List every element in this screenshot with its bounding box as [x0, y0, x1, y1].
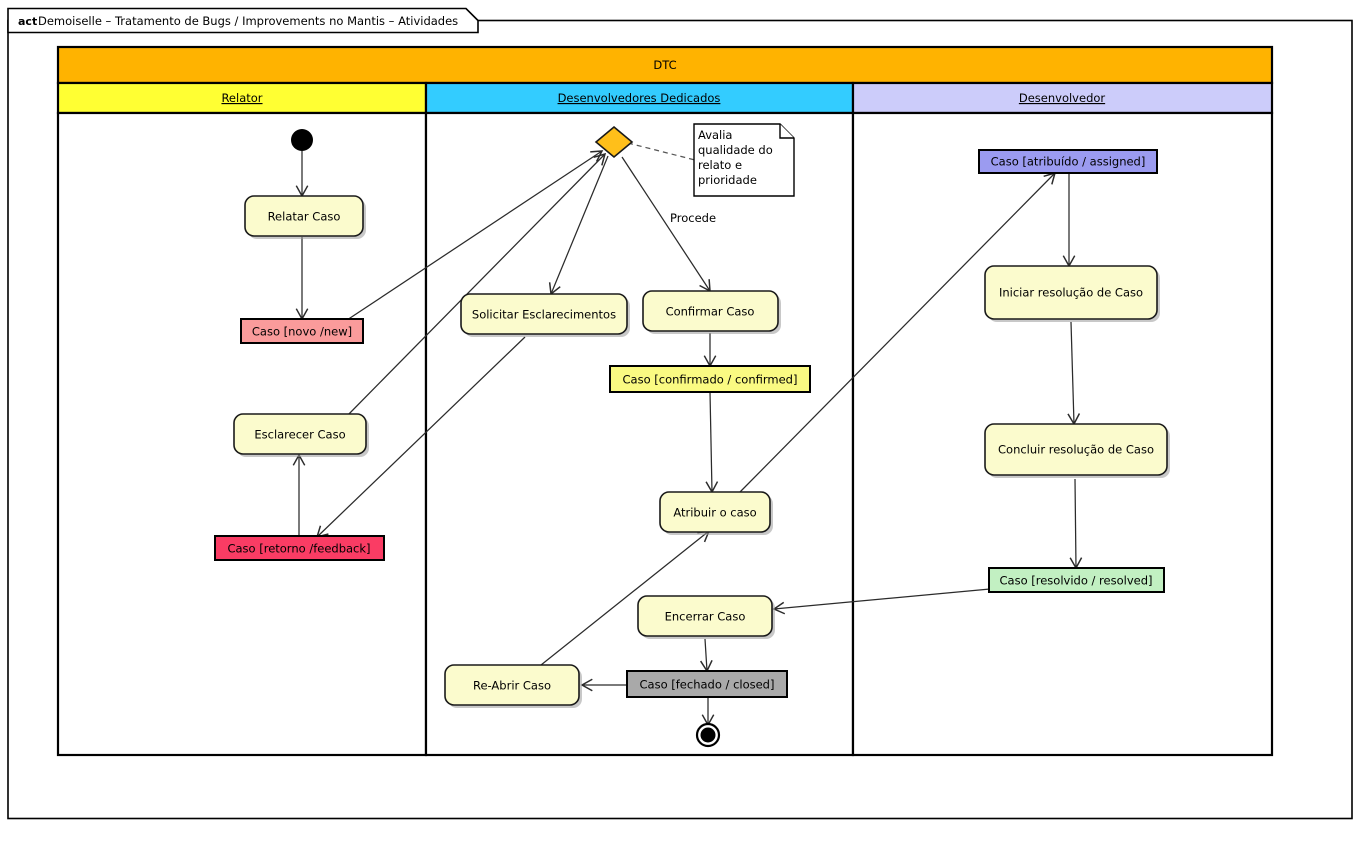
activity-iniciar-resolucao-label: Iniciar resolução de Caso: [999, 286, 1143, 300]
activity-concluir-resolucao[interactable]: [984, 423, 1168, 476]
lane-header-desenvolvedores-dedicados: [424, 81, 855, 115]
edge-esclarecer-caso-to-decision: [343, 152, 607, 420]
activity-reabrir-caso[interactable]: [444, 664, 580, 706]
state-caso-confirmado[interactable]: [609, 365, 811, 393]
state-caso-atribuido-label: Caso [atribuído / assigned]: [991, 155, 1146, 169]
decision-node[interactable]: [594, 125, 634, 159]
state-caso-resolvido-label: Caso [resolvido / resolved]: [1000, 574, 1153, 588]
note-avalia-qualidade: [693, 123, 795, 197]
diagram-keyword: act: [18, 15, 37, 28]
edge-atribuir-o-caso-to-caso-atribuido: [739, 171, 1057, 493]
activity-reabrir-caso-label: Re-Abrir Caso: [473, 679, 551, 693]
state-caso-retorno[interactable]: [214, 535, 385, 561]
activity-esclarecer-caso[interactable]: [233, 413, 367, 455]
final-node-core: [700, 727, 716, 743]
diagram-title-tab: [7, 7, 479, 34]
activity-atribuir-o-caso[interactable]: [659, 491, 771, 533]
state-caso-atribuido[interactable]: [978, 149, 1158, 174]
edge-concluir-resolucao-to-caso-resolvido: [1069, 478, 1083, 570]
edge-caso-novo-to-decision: [343, 150, 604, 323]
edge-solicitar-esclarecimentos-to-caso-retorno: [315, 336, 526, 539]
activity-solicitar-esclarecimentos[interactable]: [460, 293, 628, 335]
edge-decision-to-note: [627, 142, 696, 161]
edge-caso-confirmado-to-atribuir-o-caso: [705, 391, 719, 494]
state-caso-resolvido[interactable]: [988, 567, 1165, 593]
lane-label-desenvolvedores-dedicados: Desenvolvedores Dedicados: [558, 91, 721, 105]
activity-solicitar-esclarecimentos-label: Solicitar Esclarecimentos: [472, 308, 616, 322]
edge-decision-to-solicitar-esclarecimentos: [548, 155, 609, 296]
edge-reabrir-caso-to-atribuir-o-caso: [540, 530, 711, 666]
activity-relatar-caso[interactable]: [244, 195, 364, 237]
lane-label-desenvolvedor: Desenvolvedor: [1019, 91, 1106, 105]
activity-encerrar-caso-label: Encerrar Caso: [665, 610, 746, 624]
state-caso-confirmado-label: Caso [confirmado / confirmed]: [623, 373, 798, 387]
state-caso-fechado-label: Caso [fechado / closed]: [640, 678, 775, 692]
activity-relatar-caso-label: Relatar Caso: [268, 210, 341, 224]
edge-encerrar-caso-to-caso-fechado: [700, 638, 713, 673]
note-line-3: relato e: [698, 158, 742, 172]
lane-label-relator: Relator: [221, 91, 262, 105]
edge-label-procede: Procede: [670, 211, 716, 225]
initial-node: [291, 129, 313, 151]
activity-esclarecer-caso-label: Esclarecer Caso: [254, 428, 345, 442]
activity-confirmar-caso[interactable]: [642, 290, 779, 332]
state-caso-retorno-label: Caso [retorno /feedback]: [227, 542, 370, 556]
diagram-title: Demoiselle – Tratamento de Bugs / Improv…: [38, 14, 458, 28]
edge-decision-to-confirmar-caso: [621, 156, 711, 293]
edge-caso-resolvido-to-encerrar-caso: [772, 588, 991, 615]
lane-body-desenvolvedores-dedicados: [424, 111, 855, 757]
note-line-2: qualidade do: [698, 143, 773, 157]
activity-encerrar-caso[interactable]: [637, 595, 773, 637]
pool-label: DTC: [653, 58, 676, 72]
activity-iniciar-resolucao[interactable]: [984, 265, 1158, 320]
activity-confirmar-caso-label: Confirmar Caso: [666, 305, 755, 319]
note-line-1: Avalia: [698, 128, 732, 142]
edge-iniciar-resolucao-to-concluir-resolucao: [1067, 321, 1081, 426]
state-caso-novo-label: Caso [novo /new]: [252, 325, 352, 339]
note-fold-corner: [779, 124, 794, 139]
lane-header-relator: [56, 81, 428, 115]
state-caso-novo[interactable]: [240, 318, 364, 344]
activity-concluir-resolucao-label: Concluir resolução de Caso: [998, 443, 1154, 457]
activity-atribuir-o-caso-label: Atribuir o caso: [673, 506, 756, 520]
note-line-4: prioridade: [698, 173, 757, 187]
state-caso-fechado[interactable]: [626, 670, 788, 698]
